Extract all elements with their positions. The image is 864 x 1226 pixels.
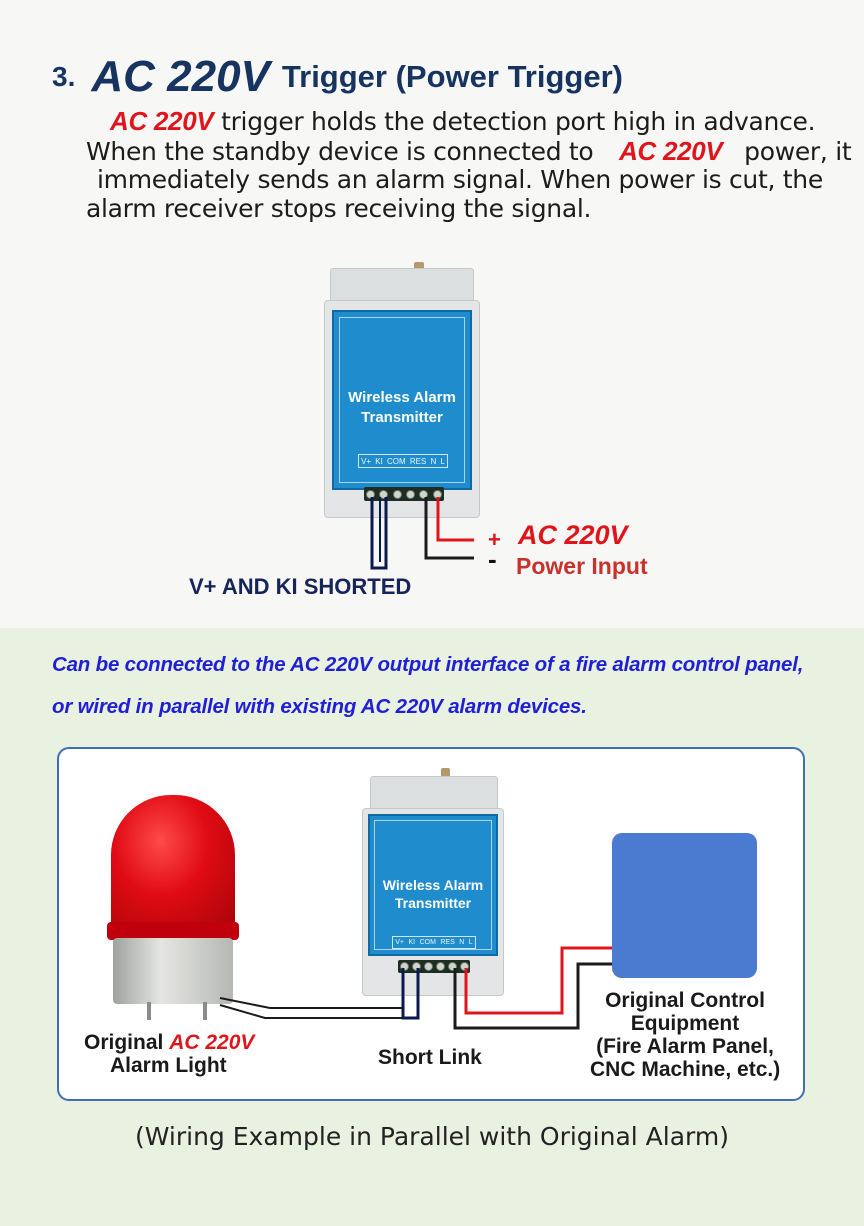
description-line-2a: When the standby device is connected to bbox=[86, 137, 594, 166]
ac-input-label: AC 220V bbox=[518, 520, 628, 550]
device-title-bottom: Wireless Alarm Transmitter bbox=[370, 876, 496, 912]
equipment-label-line-2: Equipment bbox=[630, 1012, 740, 1036]
terminal-labels-bottom: V+ KI COM RES N L bbox=[392, 936, 476, 949]
lamp-label-voltage: AC 220V bbox=[169, 1031, 255, 1054]
terminal-label-bottom-res: RES bbox=[440, 939, 455, 946]
device-title: Wireless Alarm Transmitter bbox=[334, 388, 470, 427]
terminal-label-res: RES bbox=[409, 456, 427, 466]
heading-voltage: AC 220V bbox=[91, 52, 270, 101]
terminal-label-bottom-vplus: V+ bbox=[395, 939, 404, 946]
wiring-caption: (Wiring Example in Parallel with Origina… bbox=[134, 1122, 729, 1151]
device-title-line-2: Transmitter bbox=[361, 408, 443, 426]
equipment-label-line-4: CNC Machine, etc.) bbox=[590, 1058, 781, 1082]
lamp-pin-right bbox=[203, 1002, 207, 1020]
device-front-label: Wireless Alarm Transmitter V+ KI COM RES… bbox=[332, 310, 472, 490]
lamp-pin-left bbox=[147, 1002, 151, 1020]
minus-sign: - bbox=[488, 544, 497, 574]
device-front-label-bottom: Wireless Alarm Transmitter V+ KI COM RES… bbox=[368, 814, 498, 956]
terminal-label-com: COM bbox=[387, 456, 406, 466]
note-line-2: or wired in parallel with existing AC 22… bbox=[52, 695, 587, 718]
lamp-label: Original AC 220V bbox=[84, 1031, 254, 1054]
description-line-3: immediately sends an alarm signal. When … bbox=[97, 165, 823, 194]
device-title-bottom-line-1: Wireless Alarm bbox=[382, 877, 484, 893]
terminal-label-vplus: V+ bbox=[361, 456, 372, 466]
section-heading: 3. AC 220V Trigger (Power Trigger) bbox=[52, 52, 623, 102]
short-link-label: Short Link bbox=[378, 1046, 482, 1069]
equipment-label-line-3: (Fire Alarm Panel, bbox=[596, 1035, 774, 1059]
plus-sign: + bbox=[488, 527, 501, 552]
terminal-block bbox=[364, 487, 444, 501]
equipment-label: Original Control Equipment (Fire Alarm P… bbox=[590, 989, 780, 1081]
equipment-label-line-1: Original Control bbox=[605, 989, 765, 1012]
power-input-label: Power Input bbox=[516, 553, 648, 579]
description-line-1-text: trigger holds the detection port high in… bbox=[221, 107, 816, 136]
heading-title: Trigger (Power Trigger) bbox=[281, 59, 623, 94]
note-line-1: Can be connected to the AC 220V output i… bbox=[52, 653, 804, 676]
terminal-label-ki: KI bbox=[375, 456, 383, 466]
terminal-label-bottom-com: COM bbox=[419, 939, 436, 946]
description-line-2b: power, it bbox=[744, 137, 852, 166]
shorted-label: V+ AND KI SHORTED bbox=[189, 574, 412, 599]
section-number: 3. bbox=[52, 61, 76, 92]
terminal-label-n: N bbox=[430, 456, 437, 466]
device-title-line-1: Wireless Alarm bbox=[348, 389, 456, 406]
description-line-1: AC 220V trigger holds the detection port… bbox=[110, 106, 816, 137]
description-line-4: alarm receiver stops receiving the signa… bbox=[86, 194, 592, 223]
lamp-dome bbox=[111, 795, 235, 927]
device-title-bottom-line-2: Transmitter bbox=[394, 895, 472, 912]
terminal-label-bottom-l: L bbox=[468, 939, 473, 946]
original-control-equipment bbox=[612, 833, 757, 978]
terminal-label-bottom-n: N bbox=[459, 939, 465, 946]
lamp-base bbox=[113, 938, 233, 1004]
terminal-label-bottom-ki: KI bbox=[408, 939, 416, 946]
top-wiring bbox=[370, 497, 474, 570]
terminal-label-l: L bbox=[440, 456, 445, 466]
lamp-label-line-2: Alarm Light bbox=[110, 1054, 227, 1077]
lamp-label-original: Original bbox=[84, 1031, 164, 1054]
description-voltage-2: AC 220V bbox=[619, 136, 723, 166]
antenna-knob-bottom bbox=[441, 768, 450, 779]
lamp-rim bbox=[107, 922, 239, 940]
terminal-labels: V+ KI COM RES N L bbox=[358, 454, 448, 468]
terminal-block-bottom bbox=[398, 960, 470, 973]
description-voltage-1: AC 220V bbox=[110, 106, 214, 136]
description-line-2: When the standby device is connected to … bbox=[86, 136, 852, 167]
